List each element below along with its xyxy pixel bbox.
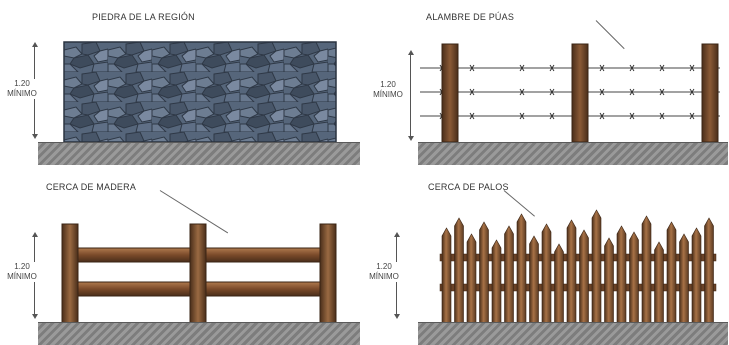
fence-post [319,223,337,325]
stick-rails [439,253,717,292]
stone-wall-dimension: 1.20 MÍNIMO [0,79,44,99]
fence-post [701,43,719,143]
fence-stick [516,213,527,325]
dimension-value: 1.20 [14,262,30,271]
dimension-arrow-bottom-icon [32,314,38,319]
fence-post [61,223,79,325]
fence-stick [629,231,639,325]
fence-stick [641,215,652,325]
fence-stick [666,221,677,325]
fence-stick [491,239,502,325]
fence-posts [61,223,337,325]
panel-barbed-wire: ALAMBRE DE PÚAS 1.20 MÍNIMO [364,0,728,172]
dimension-arrow-top-icon [408,50,414,55]
barbed-wire-drawing [420,43,720,143]
barbed-wire-dimension: 1.20 MÍNIMO [366,80,410,100]
ground-strip [418,322,728,345]
fence-stick [704,217,714,325]
dimension-line [410,54,411,138]
fence-stick [479,221,489,325]
fence-stick [529,235,539,325]
fence-stick [591,209,602,325]
fence-posts [441,43,719,143]
fence-post [571,43,589,143]
dimension-arrow-bottom-icon [32,134,38,139]
fence-stick [616,225,627,325]
fence-post [189,223,207,325]
fence-stick [504,225,514,325]
dimension-arrow-top-icon [32,42,38,47]
fence-stick [466,233,477,325]
dimension-note: MÍNIMO [373,90,403,99]
dimension-value: 1.20 [380,80,396,89]
dimension-note: MÍNIMO [7,272,37,281]
stone-wall-title: PIEDRA DE LA REGIÓN [92,12,195,22]
panel-wood-fence: CERCA DE MADERA 1.20 MÍNIMO [0,172,364,345]
stone-wall-drawing [63,41,337,143]
fence-stick [604,237,614,325]
wood-fence-title: CERCA DE MADERA [46,182,137,192]
barbed-wire-strands [420,67,720,117]
ground-strip [38,142,360,165]
fence-sticks [441,209,714,325]
stick-fence-drawing [439,209,717,325]
dimension-value: 1.20 [376,262,392,271]
fence-stick [691,227,702,325]
panel-stone-wall: PIEDRA DE LA REGIÓN 1.20 MÍNIMO [0,0,364,172]
ground-strip [418,142,728,165]
dimension-arrow-bottom-icon [394,314,400,319]
fence-stick [454,217,464,325]
ground-strip [38,322,360,345]
wood-fence-dimension: 1.20 MÍNIMO [0,262,44,282]
fence-stick [579,229,589,325]
dimension-note: MÍNIMO [7,89,37,98]
dimension-note: MÍNIMO [369,272,399,281]
fence-stick [566,219,577,325]
fence-stick [654,241,664,325]
dimension-arrow-top-icon [32,232,38,237]
panel-stick-fence: CERCA DE PALOS 1.20 MÍNIMO [362,172,728,345]
stick-fence-title: CERCA DE PALOS [428,182,509,192]
fence-stick [554,243,564,325]
fence-stick [679,233,689,325]
wood-fence-drawing [61,223,337,325]
dimension-arrow-bottom-icon [408,136,414,141]
barbed-wire-title: ALAMBRE DE PÚAS [426,12,515,22]
dimension-arrow-top-icon [394,232,400,237]
dimension-value: 1.20 [14,79,30,88]
fence-stick [541,223,552,325]
fence-post [441,43,459,143]
stick-fence-dimension: 1.20 MÍNIMO [362,262,406,282]
fence-stick [441,227,452,325]
